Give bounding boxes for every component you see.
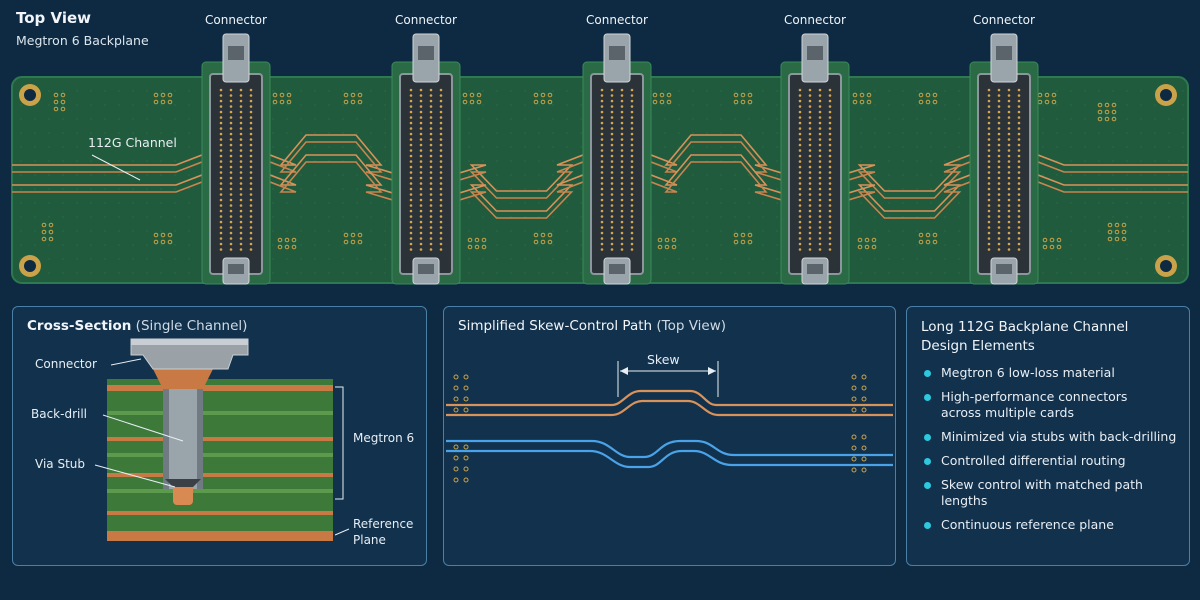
channel-pointer (91, 154, 141, 181)
reference-plane-callout-line1: Reference (353, 517, 414, 531)
via-stub-callout: Via Stub (35, 457, 85, 471)
skew-path-title: Simplified Skew-Control Path (Top View) (458, 318, 727, 334)
cross-section-panel: Cross-Section (Single Channel) Connector… (12, 306, 427, 566)
design-elements-panel: Long 112G Backplane Channel Design Eleme… (906, 306, 1190, 566)
connector-3 (582, 33, 652, 285)
top-view-board (11, 33, 1189, 285)
list-item: Controlled differential routing (921, 453, 1189, 469)
connector-4 (780, 33, 850, 285)
bullet-dot-icon (924, 458, 931, 465)
connector-label-5: Connector (973, 13, 1035, 27)
bullet-dot-icon (924, 394, 931, 401)
cross-section-drawing (94, 338, 350, 541)
design-elements-list: Megtron 6 low-loss material High-perform… (921, 365, 1189, 541)
list-item: Megtron 6 low-loss material (921, 365, 1189, 381)
connector-2 (391, 33, 461, 285)
bullet-dot-icon (924, 522, 931, 529)
design-elements-title: Long 112G Backplane Channel Design Eleme… (921, 319, 1129, 354)
list-item: Skew control with matched path lengths (921, 477, 1189, 509)
connector-label-2: Connector (395, 13, 457, 27)
reference-plane-shape (107, 531, 333, 541)
megtron-callout: Megtron 6 (353, 431, 415, 445)
channel-label: 112G Channel (88, 135, 177, 150)
connector-1 (201, 33, 271, 285)
reference-plane-callout-line2: Plane (353, 533, 386, 547)
connector-label-4: Connector (784, 13, 846, 27)
back-drill-callout: Back-drill (31, 407, 88, 421)
connector-label-3: Connector (586, 13, 648, 27)
skew-path-panel: Simplified Skew-Control Path (Top View) … (443, 306, 896, 566)
bullet-dot-icon (924, 370, 931, 377)
bullet-dot-icon (924, 434, 931, 441)
skew-label: Skew (647, 352, 680, 367)
list-item: Continuous reference plane (921, 517, 1189, 533)
top-view-title: Top View (16, 9, 92, 27)
bullet-dot-icon (924, 482, 931, 489)
connector-label-1: Connector (205, 13, 267, 27)
list-item: Minimized via stubs with back-drilling (921, 429, 1189, 445)
cross-section-title: Cross-Section (Single Channel) (27, 318, 248, 334)
skew-path-drawing (446, 361, 893, 483)
top-view-subtitle: Megtron 6 Backplane (16, 33, 149, 48)
connector-callout: Connector (35, 357, 97, 371)
connector-5 (969, 33, 1039, 285)
